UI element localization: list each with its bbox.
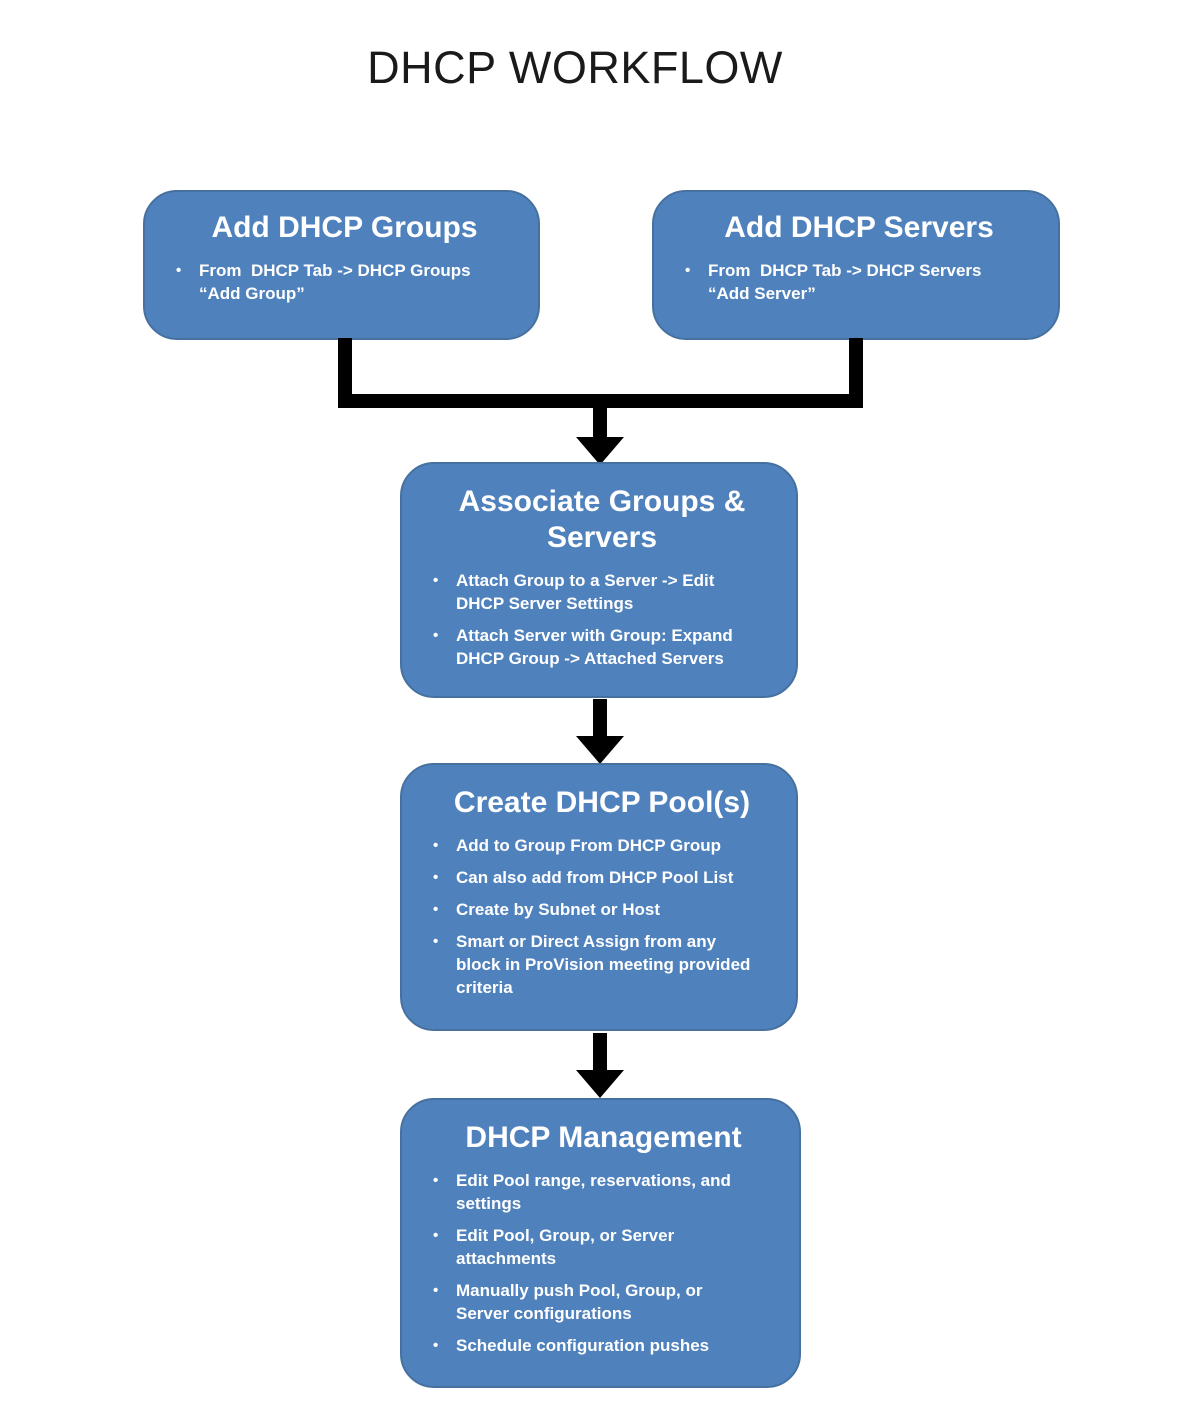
bullet-list: Attach Group to a Server -> Edit DHCP Se… xyxy=(428,569,776,670)
arrow-to-associate-stem xyxy=(593,404,607,440)
bullet-list: Add to Group From DHCP GroupCan also add… xyxy=(428,834,776,999)
connector-servers-stem xyxy=(849,338,863,400)
bullet-list: Edit Pool range, reservations, and setti… xyxy=(428,1169,779,1357)
bullet-item: Schedule configuration pushes xyxy=(430,1334,779,1357)
box-dhcp-management: DHCP Management Edit Pool range, reserva… xyxy=(400,1098,801,1388)
box-title: Create DHCP Pool(s) xyxy=(453,786,751,819)
bullet-list: From DHCP Tab -> DHCP Groups “Add Group” xyxy=(171,259,518,305)
box-add-dhcp-servers: Add DHCP Servers From DHCP Tab -> DHCP S… xyxy=(652,190,1060,340)
bullet-item: Edit Pool range, reservations, and setti… xyxy=(430,1169,779,1215)
bullet-item: Add to Group From DHCP Group xyxy=(430,834,776,857)
bullet-item: Edit Pool, Group, or Server attachments xyxy=(430,1224,779,1270)
connector-merge-bar xyxy=(338,394,863,408)
box-add-dhcp-groups: Add DHCP Groups From DHCP Tab -> DHCP Gr… xyxy=(143,190,540,340)
box-create-dhcp-pools: Create DHCP Pool(s) Add to Group From DH… xyxy=(400,763,798,1031)
connector-groups-stem xyxy=(338,338,352,400)
box-title: DHCP Management xyxy=(465,1121,742,1154)
box-title: Associate Groups & Servers xyxy=(458,485,746,554)
bullet-item: Create by Subnet or Host xyxy=(430,898,776,921)
bullet-item: Smart or Direct Assign from any block in… xyxy=(430,930,776,999)
box-title: Add DHCP Servers xyxy=(724,211,994,244)
bullet-item: Manually push Pool, Group, or Server con… xyxy=(430,1279,779,1325)
bullet-item: From DHCP Tab -> DHCP Servers “Add Serve… xyxy=(682,259,1038,305)
arrow-down-icon xyxy=(576,437,624,465)
arrow-down-icon xyxy=(576,736,624,764)
box-title: Add DHCP Groups xyxy=(211,211,478,244)
bullet-item: Attach Server with Group: Expand DHCP Gr… xyxy=(430,624,776,670)
arrow-to-management-stem xyxy=(593,1033,607,1073)
page-title: DHCP WORKFLOW xyxy=(367,42,783,93)
box-associate-groups-servers: Associate Groups & Servers Attach Group … xyxy=(400,462,798,698)
bullet-item: Attach Group to a Server -> Edit DHCP Se… xyxy=(430,569,776,615)
bullet-item: From DHCP Tab -> DHCP Groups “Add Group” xyxy=(173,259,518,305)
arrow-down-icon xyxy=(576,1070,624,1098)
bullet-list: From DHCP Tab -> DHCP Servers “Add Serve… xyxy=(680,259,1038,305)
bullet-item: Can also add from DHCP Pool List xyxy=(430,866,776,889)
arrow-to-create-pools-stem xyxy=(593,699,607,739)
